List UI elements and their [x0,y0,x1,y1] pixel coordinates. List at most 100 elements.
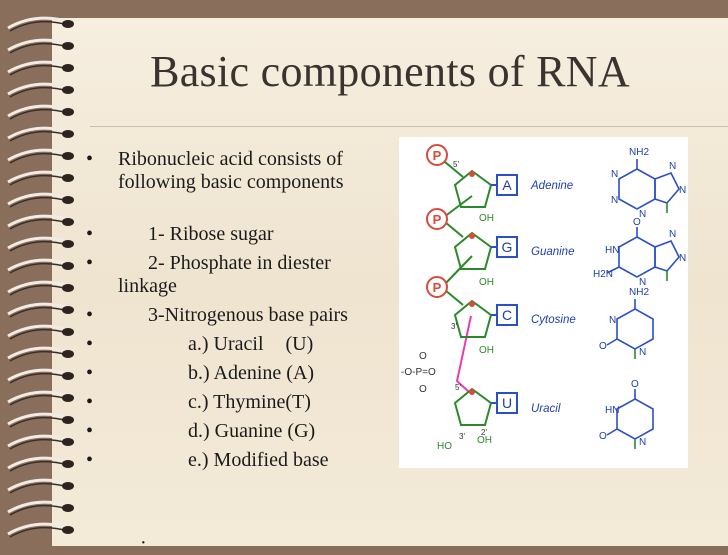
svg-text:OH: OH [479,277,494,288]
binding-hole [62,20,74,28]
bullet-item: • 3-Nitrogenous base pairs [86,304,386,327]
binding-ring [7,324,71,338]
guanine-ring [618,236,656,278]
bullet-item: • Ribonucleic acid consists of following… [86,148,386,194]
svg-text:NH2: NH2 [629,287,649,298]
bullet-dot: • [86,362,94,384]
svg-text:O: O [419,351,427,362]
binding-hole [62,86,74,94]
svg-text:2': 2' [481,428,487,437]
binding-ring [7,412,71,426]
phosphate-group-3: P [426,276,448,298]
svg-text:HN: HN [605,245,619,256]
bullet-item: • b.) Adenine (A) [86,362,386,385]
binding-hole [62,306,74,314]
guanine-imidazole [654,239,680,272]
binding-ring [7,346,71,360]
phosphate-group-1: P [426,144,448,166]
binding-hole [62,416,74,424]
bullet-dot: • [86,304,94,326]
svg-text:3': 3' [451,322,457,331]
bullet-item: • d.) Guanine (G) [86,420,386,443]
binding-hole [62,438,74,446]
binding-hole [62,262,74,270]
bullet-item: • 2- Phosphate in diester linkage [86,252,386,298]
binding-ring [7,148,71,162]
bullet-dot: • [86,333,94,355]
binding-hole [62,174,74,182]
base-box-U: U [496,392,518,414]
bullet-item: • 1- Ribose sugar [86,223,386,246]
svg-text:OH: OH [479,345,494,356]
svg-text:N: N [609,315,616,326]
bullet-item: • e.) Modified base [86,449,386,472]
svg-text:O: O [599,431,607,442]
base-name-uracil: Uracil [531,403,561,415]
binding-ring [7,16,71,30]
svg-text:U: U [502,395,512,411]
ribose-ring [453,387,493,426]
cytosine-ring [616,308,654,350]
binding-ring [7,280,71,294]
base-box-A: A [496,174,518,196]
binding-ring [7,390,71,404]
binding-hole [62,504,74,512]
binding-ring [7,368,71,382]
uracil-ring [616,398,654,440]
binding-hole [62,350,74,358]
binding-ring [7,434,71,448]
bullet-suffix: (U) [285,333,314,355]
binding-ring [7,236,71,250]
binding-ring [7,192,71,206]
svg-text:P: P [433,280,442,295]
binding-ring [7,82,71,96]
binding-hole [62,460,74,468]
bullet-text: 2- Phosphate in diester linkage [118,252,331,297]
svg-text:N: N [611,169,618,180]
base-name-adenine: Adenine [530,180,573,192]
binding-hole [62,284,74,292]
svg-text:H2N: H2N [593,269,613,280]
bullet-text: c.) Thymine(T) [188,391,311,413]
binding-ring [7,500,71,514]
svg-text:N: N [639,209,646,220]
bullet-text: 1- Ribose sugar [148,223,274,245]
svg-text:P: P [433,148,442,163]
binding-hole [62,526,74,534]
title-divider [90,126,728,127]
bullet-item: • a.) Uracil (U) [86,333,386,356]
bullet-text: a.) Uracil [188,333,264,355]
binding-ring [7,126,71,140]
spiral-binding [7,16,74,538]
bullet-text: e.) Modified base [188,449,329,471]
binding-hole [62,152,74,160]
binding-hole [62,42,74,50]
svg-text:O: O [631,379,639,390]
svg-text:G: G [502,239,513,255]
svg-text:HO: HO [437,441,452,452]
binding-hole [62,218,74,226]
slide-title: Basic components of RNA [150,47,630,96]
binding-ring [7,104,71,118]
bullet-dot: • [86,420,94,442]
binding-ring [7,522,71,536]
bullet-text: 3-Nitrogenous base pairs [148,304,348,326]
svg-text:N: N [639,277,646,288]
svg-text:5': 5' [455,383,461,392]
svg-text:A: A [502,177,512,193]
base-box-G: G [496,236,518,258]
svg-text:HN: HN [605,405,619,416]
svg-text:N: N [669,229,676,240]
svg-text:N: N [639,347,646,358]
phosphodiester-group: O -O-P=O O [401,351,436,395]
binding-hole [62,196,74,204]
binding-ring [7,170,71,184]
base-name-cytosine: Cytosine [531,314,576,326]
base-box-C: C [496,304,518,326]
svg-text:OH: OH [477,435,492,446]
binding-ring [7,38,71,52]
svg-text:OH: OH [479,213,494,224]
svg-text:NH2: NH2 [629,147,649,158]
binding-hole [62,328,74,336]
bullet-list: • Ribonucleic acid consists of following… [86,148,386,478]
